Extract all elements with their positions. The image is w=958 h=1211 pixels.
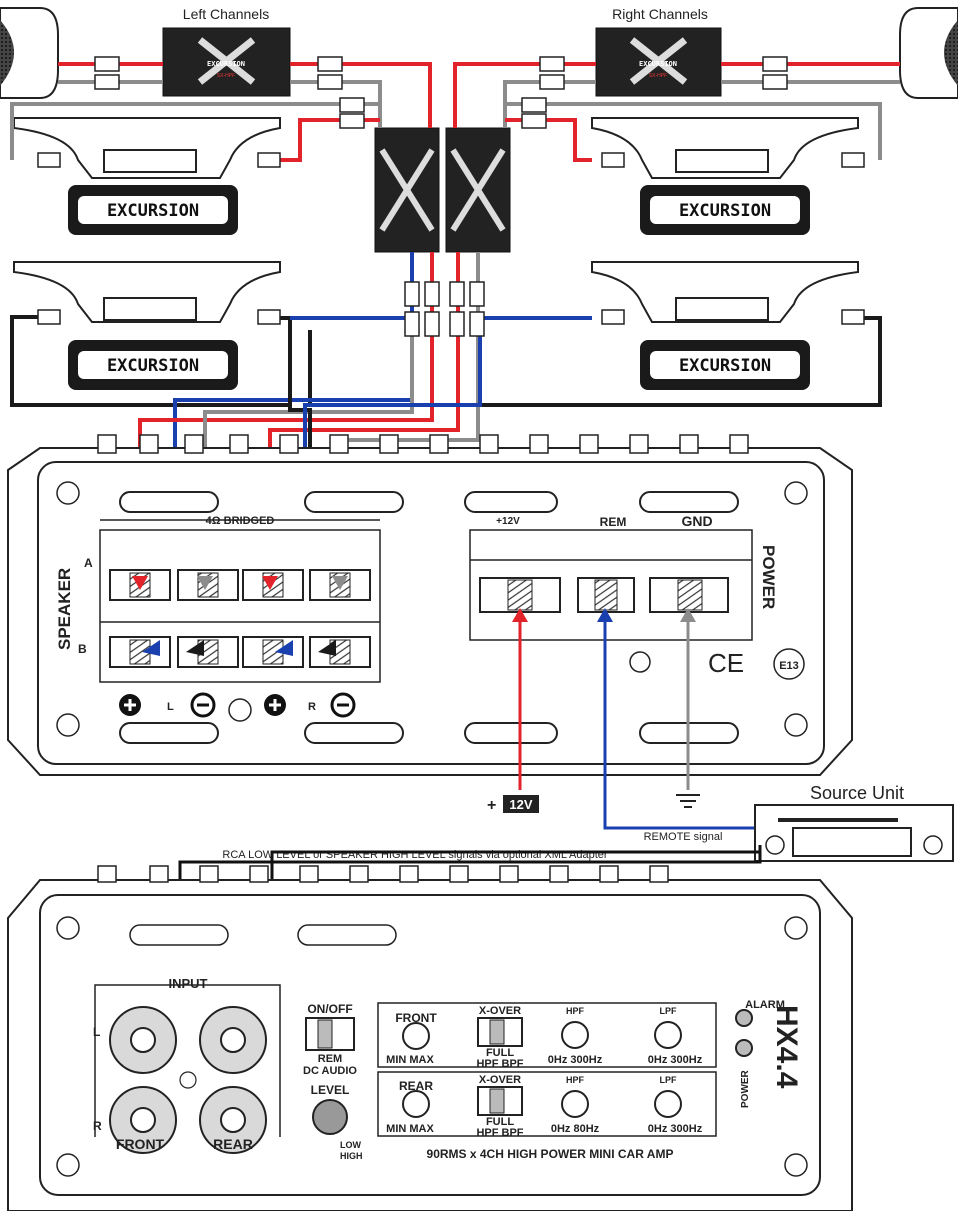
- power-wiring: [518, 620, 760, 830]
- source-unit: [754, 804, 954, 862]
- level-label: LEVEL: [311, 1083, 350, 1097]
- model-label: 90RMS x 4CH HIGH POWER MINI CAR AMP: [427, 1147, 674, 1161]
- front-hpf-label: HPF: [566, 1006, 585, 1016]
- left-channels-heading: Left Channels: [183, 6, 269, 22]
- front-hpf-range: 0Hz 300Hz: [548, 1054, 603, 1066]
- bridged-label: 4Ω BRIDGED: [206, 515, 275, 527]
- woofer-fl-brand: EXCURSION: [107, 201, 199, 221]
- front-knob-label: FRONT: [395, 1011, 437, 1025]
- plus12v-terminal-label: +12V: [496, 516, 520, 527]
- woofer-rear-left: EXCURSION: [13, 261, 281, 390]
- dc-audio-label: DC AUDIO: [303, 1065, 357, 1077]
- crossover-left-model: SX-HPF: [217, 73, 235, 79]
- input-l-label: L: [93, 1025, 100, 1039]
- tweeter-left: [0, 7, 59, 99]
- crossover-center-right: [445, 127, 511, 253]
- connectors: [37, 56, 865, 337]
- amplifier-panel: INPUT L R FRONT REAR ON/OFF REM DC AUDIO…: [7, 879, 853, 1211]
- low-label: LOW: [340, 1140, 361, 1150]
- woofer-fr-brand: EXCURSION: [679, 201, 771, 221]
- crossover-left-brand: EXCURSION: [207, 60, 245, 68]
- r-label: R: [308, 701, 316, 713]
- crossover-left: EXCURSION SX-HPF: [162, 27, 291, 97]
- rear-full-label: FULL: [486, 1116, 514, 1128]
- rem-label: REM: [318, 1053, 342, 1065]
- front-lpf-range: 0Hz 300Hz: [648, 1054, 703, 1066]
- rear-lpf-range: 0Hz 300Hz: [648, 1123, 703, 1135]
- power-led-label: POWER: [740, 1069, 751, 1108]
- rem-terminal-label: REM: [600, 515, 627, 529]
- woofer-rr-brand: EXCURSION: [679, 356, 771, 376]
- rear-min-max: MIN MAX: [386, 1123, 434, 1135]
- speaker-label: SPEAKER: [55, 568, 74, 650]
- power-label: POWER: [759, 545, 778, 609]
- front-hpf-bpf: HPF BPF: [476, 1058, 523, 1070]
- amplifier-top: 4Ω BRIDGED A B SPEAKER L R: [7, 447, 853, 776]
- front-full-label: FULL: [486, 1047, 514, 1059]
- rear-knob-label: REAR: [399, 1079, 433, 1093]
- input-label: INPUT: [169, 976, 208, 991]
- woofer-front-right: EXCURSION: [591, 117, 859, 235]
- rear-xover-label: X-OVER: [479, 1074, 521, 1086]
- front-lpf-label: LPF: [660, 1006, 678, 1016]
- row-b-label: B: [78, 642, 87, 656]
- front-label: FRONT: [116, 1136, 165, 1152]
- source-unit-label: Source Unit: [810, 783, 904, 803]
- remote-signal-label: REMOTE signal: [644, 831, 723, 843]
- gnd-terminal-label: GND: [681, 513, 712, 529]
- l-label: L: [167, 701, 174, 713]
- alarm-label: ALARM: [745, 999, 785, 1011]
- woofer-rl-brand: EXCURSION: [107, 356, 199, 376]
- rear-hpf-label: HPF: [566, 1075, 585, 1085]
- right-channels-heading: Right Channels: [612, 6, 708, 22]
- rear-label: REAR: [213, 1136, 253, 1152]
- crossover-right: EXCURSION SX-HPF: [595, 27, 722, 97]
- plus12v-badge: 12V: [509, 797, 532, 812]
- high-label: HIGH: [340, 1151, 363, 1161]
- rear-hpf-range: 0Hz 80Hz: [551, 1123, 600, 1135]
- crossover-right-brand: EXCURSION: [639, 60, 677, 68]
- amp-fins: [97, 434, 749, 883]
- row-a-label: A: [84, 556, 93, 570]
- rear-lpf-label: LPF: [660, 1075, 678, 1085]
- plus12v-supply-plus: +: [487, 797, 496, 814]
- front-min-max: MIN MAX: [386, 1054, 434, 1066]
- input-r-label: R: [93, 1119, 102, 1133]
- rear-hpf-bpf: HPF BPF: [476, 1127, 523, 1139]
- woofer-front-left: EXCURSION: [13, 117, 281, 235]
- front-xover-label: X-OVER: [479, 1005, 521, 1017]
- series-logo: HX4.4: [770, 1005, 803, 1089]
- ce-mark: CE: [708, 648, 744, 678]
- e13-mark: E13: [779, 660, 799, 672]
- woofer-rear-right: EXCURSION: [591, 261, 859, 390]
- polarity-markers: [119, 692, 356, 722]
- crossover-right-model: SX-HPF: [649, 73, 667, 79]
- terminal-arrows: [132, 576, 696, 656]
- crossover-center-left: [374, 127, 440, 253]
- tweeter-right: [899, 7, 958, 99]
- onoff-label: ON/OFF: [307, 1002, 352, 1016]
